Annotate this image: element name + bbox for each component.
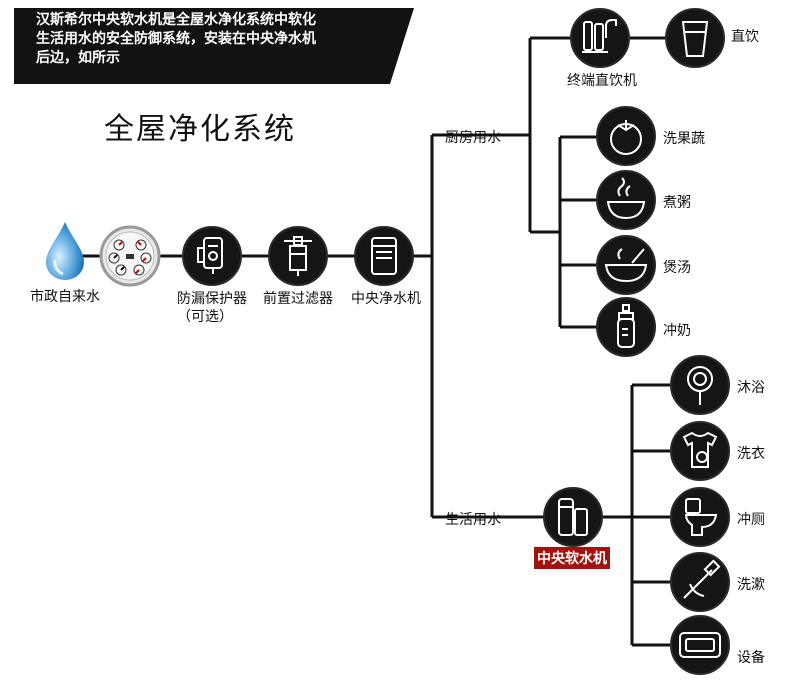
shower-node [670,355,730,415]
direct-drink-node [665,8,725,68]
baby-milk-label: 冲奶 [663,323,691,339]
leak-protector-optional-label: （可选） [177,309,233,325]
domestic-water-label: 生活用水 [445,512,501,528]
toilet-icon [684,498,718,536]
bowl-icon [606,177,646,220]
soup-node [596,235,656,295]
banner-line-3: 后边，如所示 [36,50,120,66]
water-softener-label: 中央软水机 [534,547,610,569]
porridge-node [596,170,656,230]
glass-icon [681,21,709,57]
water-softener-node [543,487,603,547]
baby-milk-node [596,297,656,357]
laundry-node [670,421,730,481]
leak-protector-node [182,226,242,286]
shower-label: 沐浴 [737,380,765,396]
porridge-label: 煮粥 [663,195,691,211]
prefilter-node [268,226,328,286]
soup-label: 煲汤 [663,260,691,276]
soup-bowl-icon [604,248,648,283]
terminal-drinker-icon [582,19,617,53]
wash-up-node [670,552,730,612]
shower-head-icon [687,366,713,405]
toothbrush-icon [683,559,721,599]
banner-text: 汉斯希尔中央软水机是全屋水净化系统中软化 生活用水的安全防御系统，安装在中央净水… [36,11,376,68]
terminal-drinker-label: 终端直饮机 [567,73,637,89]
water-meter-icon [99,225,161,287]
banner-line-1: 汉斯希尔中央软水机是全屋水净化系统中软化 [36,12,316,28]
equipment-label: 设备 [737,650,765,666]
toilet-label: 冲厕 [737,512,765,528]
central-purifier-node [354,226,414,286]
water-heater-icon [679,632,721,658]
tomato-icon [610,120,642,155]
baby-bottle-icon [617,304,635,348]
wash-fruit-label: 洗果蔬 [663,131,705,147]
kitchen-water-label: 厨房用水 [445,130,501,146]
leak-protector-icon [197,237,223,274]
central-purifier-label: 中央净水机 [351,291,421,307]
water-source-label: 市政自来水 [30,289,100,305]
prefilter-label: 前置过滤器 [263,291,333,307]
leak-protector-label: 防漏保护器 [177,291,247,307]
toilet-node [670,487,730,547]
info-banner [14,8,414,84]
equipment-node [670,615,730,675]
laundry-label: 洗衣 [737,446,765,462]
water-softener-icon [558,498,588,536]
wash-fruit-node [596,106,656,166]
page-title: 全屋净化系统 [104,112,296,147]
prefilter-icon [284,236,312,276]
shirt-icon [682,431,718,468]
terminal-drinker-node [570,8,630,68]
central-purifier-icon [371,237,397,275]
wash-up-label: 洗漱 [737,577,765,593]
banner-line-2: 生活用水的安全防御系统，安装在中央净水机 [36,31,316,47]
direct-drink-label: 直饮 [731,29,759,45]
water-drop-icon [46,222,84,280]
